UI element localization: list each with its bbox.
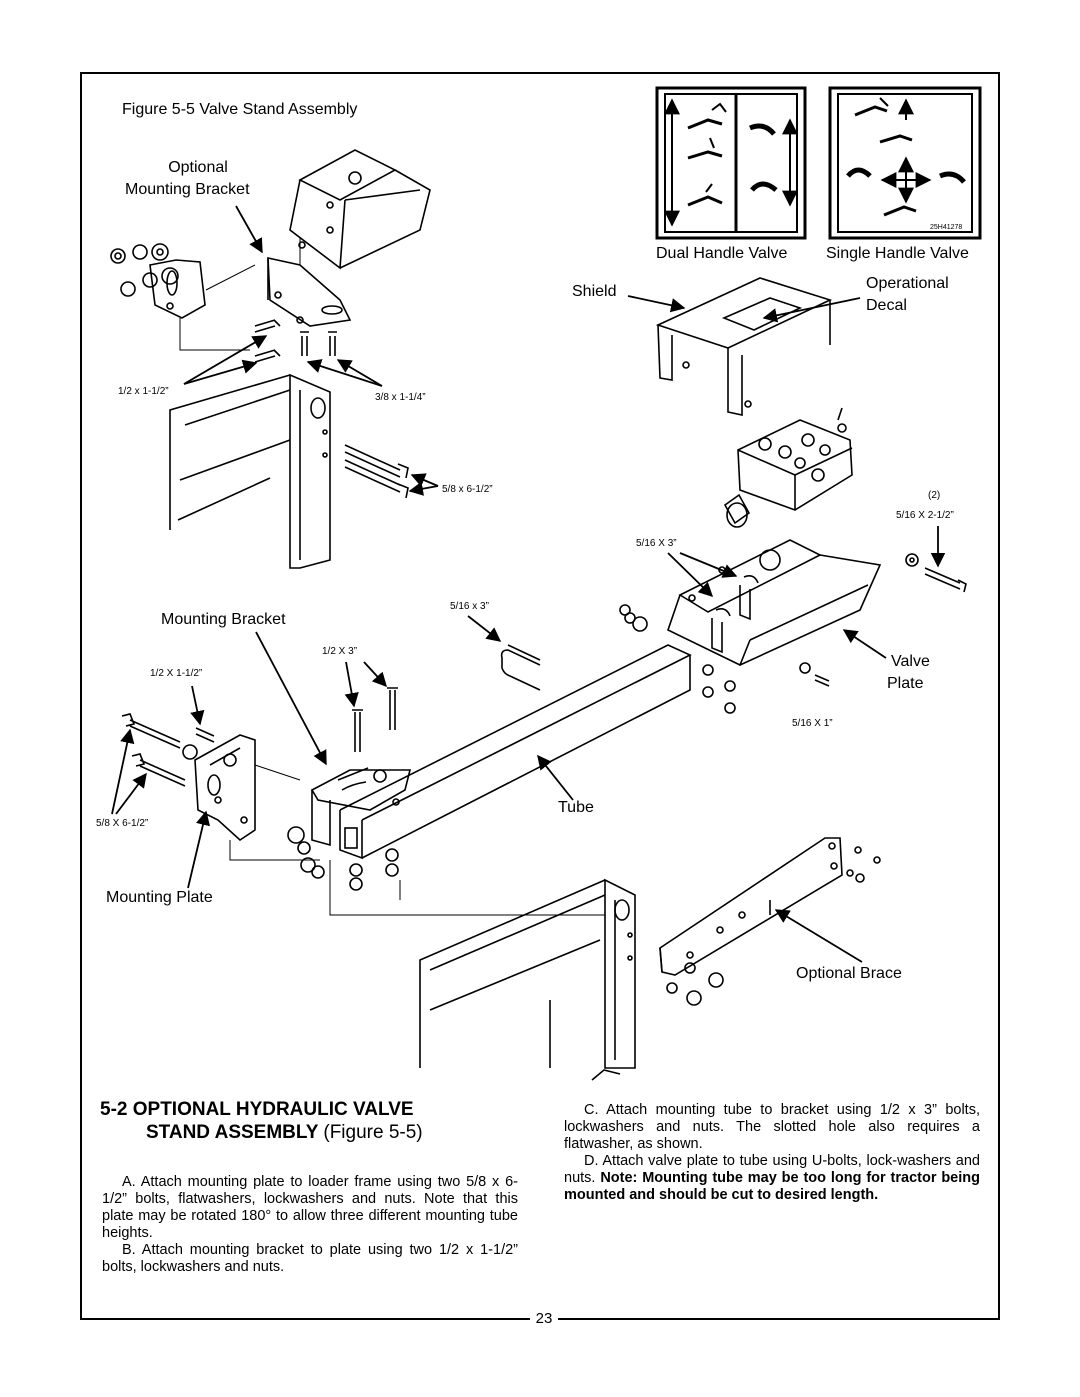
label-bolt-half-x-1-5-bottom: 1/2 X 1-1/2”: [150, 668, 203, 679]
bottom-mounting-bracket: [310, 687, 412, 847]
top-bolts: [254, 319, 409, 499]
leader-arrows: [111, 205, 946, 963]
label-mounting-plate: Mounting Plate: [106, 889, 213, 906]
figure-caption: Figure 5-5 Valve Stand Assembly: [122, 101, 358, 118]
hydraulic-valve: [723, 407, 853, 528]
bottom-loader-frame: [419, 878, 636, 1081]
section-title-line2: STAND ASSEMBLY: [146, 1122, 319, 1143]
mounting-tube: [339, 644, 692, 860]
optional-brace: [659, 837, 843, 976]
step-d-note: Note: Mounting tube may be too long for …: [564, 1170, 980, 1203]
top-loader-frame: [169, 373, 331, 569]
right-column: C. Attach mounting tube to bracket using…: [564, 1102, 980, 1204]
step-a: A. Attach mounting plate to loader frame…: [102, 1174, 518, 1241]
label-optional: Optional: [168, 159, 228, 176]
label-operational: Operational: [866, 275, 949, 292]
top-washers-nuts: [110, 243, 179, 297]
label-ubolt-5-16-x-3-upper: 5/16 X 3”: [636, 538, 677, 549]
label-valve: Valve: [891, 653, 930, 670]
section-number: 5-2: [100, 1099, 128, 1120]
label-plate: Plate: [887, 675, 924, 692]
optional-mounting-bracket: [149, 149, 431, 327]
page-number: 23: [530, 1310, 558, 1327]
dual-handle-valve-decal: [655, 86, 807, 240]
section-title-line1: OPTIONAL HYDRAULIC VALVE: [132, 1099, 414, 1120]
step-d: D. Attach valve plate to tube using U-bo…: [564, 1153, 980, 1204]
label-dual-handle-valve: Dual Handle Valve: [656, 245, 788, 262]
label-bolt-half-x-1-5-top: 1/2 x 1-1/2”: [118, 386, 169, 397]
label-qty-2: (2): [928, 490, 941, 501]
label-bolt-5-8-x-6-5-bottom: 5/8 X 6-1/2”: [96, 818, 149, 829]
label-shield: Shield: [572, 283, 617, 300]
u-bolt: [500, 644, 541, 691]
brace-hardware: [666, 846, 881, 1006]
label-ubolt-5-16-x-3-lower: 5/16 x 3”: [450, 601, 489, 612]
top-guide-lines: [179, 238, 301, 351]
footer: 23: [80, 1310, 1000, 1332]
valve-plate: [667, 539, 882, 667]
mounting-plate: [121, 713, 256, 842]
label-bolt-5-16-x-1: 5/16 X 1”: [792, 718, 833, 729]
left-column: A. Attach mounting plate to loader frame…: [102, 1174, 518, 1276]
decal-code: 25H41278: [930, 224, 963, 231]
label-decal: Decal: [866, 297, 907, 314]
bottom-bracket-hardware: [287, 826, 399, 891]
valve-plate-hardware: [619, 553, 967, 714]
bottom-guide-lines: [229, 764, 605, 916]
step-b: B. Attach mounting bracket to plate usin…: [102, 1242, 518, 1275]
label-bolt-3-8-x-1-25: 3/8 x 1-1/4”: [375, 392, 426, 403]
label-bolt-5-8-x-6-5-top: 5/8 x 6-1/2”: [442, 484, 493, 495]
shield: [655, 277, 833, 416]
section-heading: 5-2 OPTIONAL HYDRAULIC VALVE STAND ASSEM…: [100, 1098, 540, 1144]
section-title-figure: (Figure 5-5): [323, 1122, 423, 1143]
label-tube: Tube: [558, 799, 594, 816]
step-d-text: D. Attach valve plate to tube using U-bo…: [564, 1153, 980, 1186]
single-handle-valve-decal: [828, 86, 982, 240]
label-optional-mounting-bracket: Mounting Bracket: [125, 181, 250, 198]
label-optional-brace: Optional Brace: [796, 965, 902, 982]
label-single-handle-valve: Single Handle Valve: [826, 245, 969, 262]
label-bolt-half-x-3: 1/2 X 3”: [322, 646, 358, 657]
label-bolt-5-16-x-2-5: 5/16 X 2-1/2”: [896, 510, 954, 521]
label-mounting-bracket: Mounting Bracket: [161, 611, 286, 628]
step-c: C. Attach mounting tube to bracket using…: [564, 1102, 980, 1152]
